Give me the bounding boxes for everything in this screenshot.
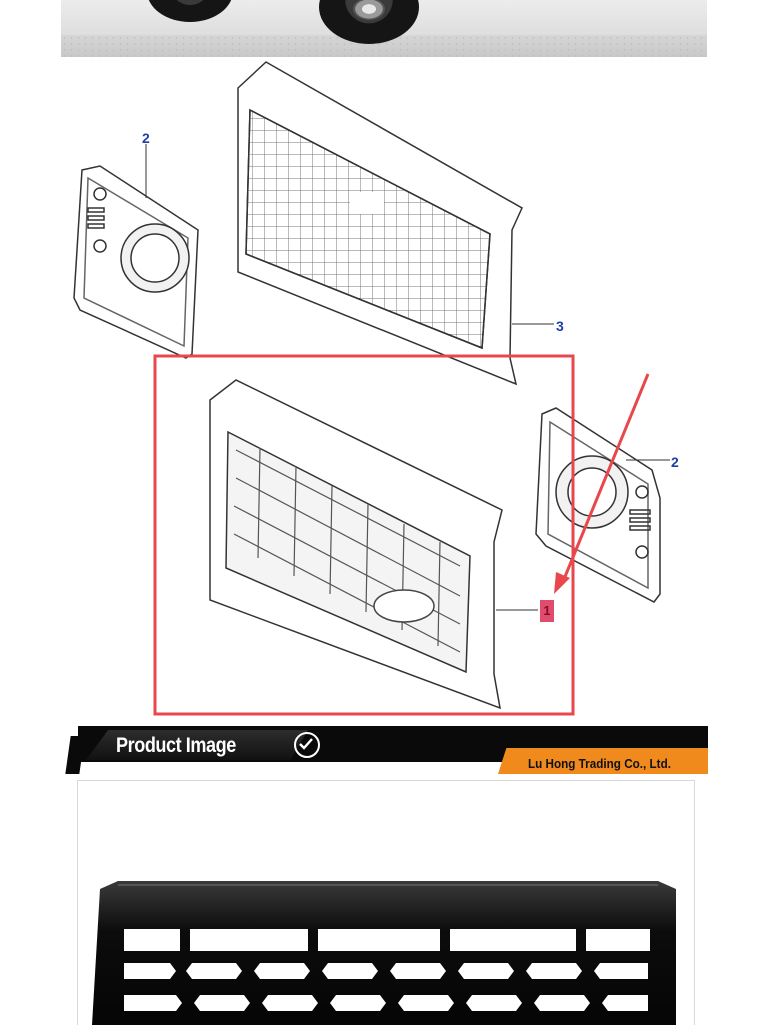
banner-title-plate <box>86 730 308 760</box>
wheel-hub <box>353 0 385 21</box>
company-name: Lu Hong Trading Co., Ltd. <box>528 756 671 771</box>
banner-title: Product Image <box>116 734 236 757</box>
product-image-banner: Product Image Lu Hong Trading Co., Ltd. <box>65 726 708 774</box>
right-headlamp-bezel <box>535 407 661 603</box>
check-circle-icon <box>294 732 320 758</box>
grille-slots-bottom <box>124 995 648 1011</box>
left-headlamp-bezel <box>73 165 199 359</box>
product-photo <box>77 780 695 1025</box>
callout-right-bezel: 2 <box>671 454 679 470</box>
callout-left-bezel: 2 <box>142 130 150 146</box>
parts-diagram: 2 3 2 1 <box>60 58 708 724</box>
company-plate <box>498 748 708 774</box>
highlight-frame <box>153 354 575 716</box>
ground-texture <box>61 35 707 57</box>
parts-diagram-drawing <box>73 61 670 716</box>
pointer-arrow <box>554 373 650 594</box>
front-tire <box>147 0 233 22</box>
grille-frame <box>92 881 676 1025</box>
new-grille-panel <box>209 379 503 710</box>
grille-slots-top <box>124 929 650 951</box>
callout-old-grille: 3 <box>556 318 564 334</box>
banner-underline <box>88 762 298 766</box>
vehicle-photo <box>61 0 707 57</box>
callout-new-grille: 1 <box>540 600 554 622</box>
grille-slots-middle <box>124 963 648 979</box>
grille-photo <box>92 881 676 1025</box>
old-grille-panel <box>237 61 523 386</box>
